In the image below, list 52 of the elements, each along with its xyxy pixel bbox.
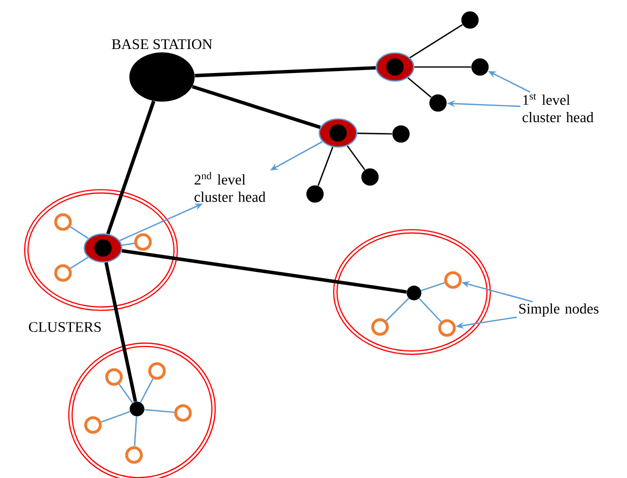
link-line — [106, 100, 156, 234]
link-line — [134, 416, 138, 446]
link-line — [418, 298, 442, 322]
simple-node — [54, 213, 72, 231]
link-line — [357, 132, 392, 135]
link-line — [386, 298, 410, 322]
link-line — [421, 282, 445, 292]
link-line — [122, 249, 407, 294]
simple-node — [84, 416, 102, 434]
simple-node — [371, 318, 389, 336]
link-line — [408, 77, 432, 98]
link-line — [101, 410, 130, 423]
simple-node — [134, 233, 152, 251]
cluster-head — [376, 52, 414, 82]
link-line — [70, 256, 88, 269]
cluster-ring — [333, 229, 491, 355]
sensor-node — [461, 11, 479, 29]
link-line — [70, 226, 89, 240]
simple-node — [105, 368, 123, 386]
link-line — [192, 85, 321, 129]
sensor-node — [406, 286, 422, 300]
simple-node — [174, 404, 192, 422]
link-line — [346, 145, 366, 170]
link-line — [414, 66, 472, 68]
simple-node — [444, 271, 462, 289]
sensor-node — [429, 94, 447, 112]
simple-node — [148, 362, 166, 380]
simple-node — [125, 446, 143, 464]
cluster-head — [318, 118, 358, 148]
link-line — [144, 409, 174, 413]
simple-node — [54, 264, 72, 282]
link-line — [104, 262, 138, 402]
callout-text: 1$^{st}$ level cluster head — [522, 94, 594, 122]
cluster-head — [84, 233, 122, 263]
link-line — [318, 146, 334, 186]
cluster-ring — [24, 189, 178, 311]
link-line — [194, 66, 376, 78]
link-line — [118, 384, 134, 404]
callout-text: 2$^{nd}$ level cluster head — [194, 172, 266, 202]
sensor-node — [392, 125, 410, 143]
section-label: CLUSTERS — [28, 322, 101, 332]
sensor-node — [130, 402, 144, 416]
link-line — [122, 242, 134, 246]
link-line — [140, 378, 154, 403]
callout-text: Simple nodes — [519, 303, 598, 317]
cluster-ring — [68, 342, 216, 478]
link-line — [410, 24, 463, 58]
sensor-node — [306, 185, 324, 203]
sensor-node — [471, 58, 489, 76]
sensor-node — [361, 168, 379, 186]
node-label: BASE STATION — [112, 39, 212, 50]
simple-node — [438, 319, 456, 337]
